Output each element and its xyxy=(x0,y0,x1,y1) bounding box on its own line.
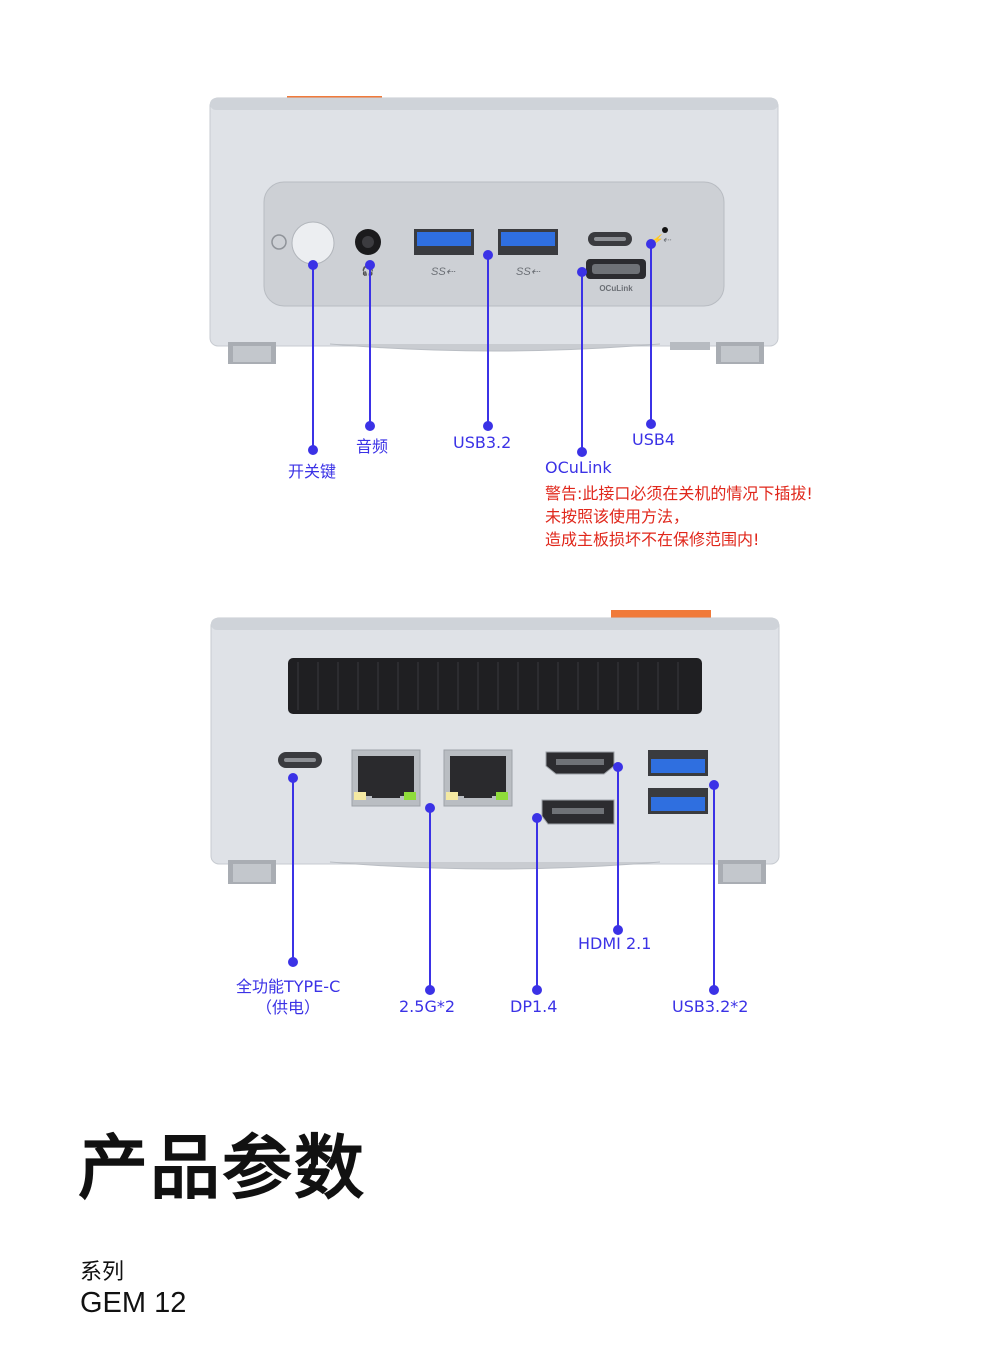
label-hdmi: HDMI 2.1 xyxy=(578,934,652,953)
label-dp: DP1.4 xyxy=(510,997,558,1016)
label-typec-line2: （供电） xyxy=(256,998,321,1017)
oculink-warning-line-1: 警告:此接口必须在关机的情况下插拔! xyxy=(545,484,813,503)
label-power-button: 开关键 xyxy=(288,462,337,481)
oculink-port-text: OCuLink xyxy=(599,284,633,293)
specs-heading: 产品参数 xyxy=(78,1127,366,1209)
svg-text:SS⇠: SS⇠ xyxy=(431,266,456,278)
vent-grille xyxy=(288,658,702,714)
oculink-warning-line-2: 未按照该使用方法， xyxy=(545,507,690,526)
label-typec-line1: 全功能TYPE-C xyxy=(236,977,341,996)
rear-device-illustration xyxy=(210,610,780,995)
label-usb32-rear: USB3.2*2 xyxy=(672,997,749,1016)
usb32-port-icon: SS⇠ xyxy=(414,229,474,278)
label-usb4: USB4 xyxy=(632,430,676,449)
label-oculink: OCuLink xyxy=(545,458,612,477)
label-audio: 音频 xyxy=(356,437,389,456)
rj45-port-icon xyxy=(351,749,421,807)
status-led-icon xyxy=(271,234,287,250)
front-device-illustration: 🎧 SS⇠ SS⇠ ⚡⇠ OCuLink xyxy=(209,96,779,457)
usb32-port-icon xyxy=(648,788,708,814)
svg-text:SS⇠: SS⇠ xyxy=(516,266,541,278)
rear-chassis xyxy=(210,617,780,865)
usb32-port-icon: SS⇠ xyxy=(498,229,558,278)
label-usb32-front: USB3.2 xyxy=(453,433,512,452)
rj45-port-icon xyxy=(443,749,513,807)
usb32-port-icon xyxy=(648,750,708,776)
oculink-warning-line-3: 造成主板损坏不在保修范围内! xyxy=(545,530,760,549)
label-lan: 2.5G*2 xyxy=(399,997,456,1016)
series-label: 系列 xyxy=(80,1260,125,1285)
series-value: GEM 12 xyxy=(80,1287,187,1319)
power-button-icon xyxy=(291,221,335,265)
